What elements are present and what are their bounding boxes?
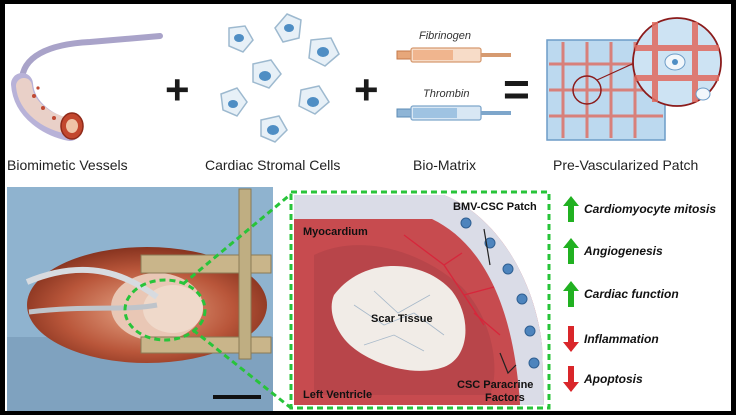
csc-paracrine-label-line2: Factors: [485, 392, 525, 404]
effect-label: Angiogenesis: [584, 244, 663, 258]
fibrinogen-label: Fibrinogen: [419, 30, 471, 42]
equals-operator: =: [503, 63, 530, 115]
csc-paracrine-label-line1: CSC Paracrine: [457, 379, 534, 391]
left-ventricle-label: Left Ventricle: [303, 389, 373, 401]
effect-label: Inflammation: [584, 332, 659, 346]
fibrinogen-syringe: [396, 47, 511, 63]
arrow-down-icon: [563, 326, 579, 352]
heart-cross-section-illustration: [294, 195, 546, 405]
figure-frame: Biomimetic Vessels + Cardiac Stromal Cel…: [5, 4, 731, 411]
bmv-csc-patch-label: BMV-CSC Patch: [453, 201, 537, 213]
biomimetic-vessels-label: Biomimetic Vessels: [7, 157, 128, 173]
surgical-implantation-photo: [7, 187, 273, 411]
plus-operator-1: +: [165, 66, 190, 113]
effect-label: Cardiac function: [584, 287, 679, 301]
pre-vascularized-patch-illustration: [546, 17, 722, 141]
cardiac-stromal-cells-label: Cardiac Stromal Cells: [205, 157, 341, 173]
effect-label: Cardiomyocyte mitosis: [584, 202, 717, 216]
arrow-up-icon: [563, 281, 579, 307]
pre-vascularized-patch-label: Pre-Vascularized Patch: [553, 157, 699, 173]
thrombin-label: Thrombin: [423, 88, 470, 100]
effect-label: Apoptosis: [584, 372, 643, 386]
arrow-up-icon: [563, 196, 579, 222]
arrow-up-icon: [563, 238, 579, 264]
biomimetic-vessel-illustration: [11, 33, 163, 141]
scar-tissue-label: Scar Tissue: [371, 313, 433, 325]
bio-matrix-label: Bio-Matrix: [413, 157, 477, 173]
thrombin-syringe: [396, 105, 511, 121]
myocardium-label: Myocardium: [303, 226, 368, 238]
arrow-down-icon: [563, 366, 579, 392]
plus-operator-2: +: [354, 66, 379, 113]
zoom-connector: [123, 190, 551, 410]
cardiac-stromal-cells-illustration: [220, 13, 340, 143]
